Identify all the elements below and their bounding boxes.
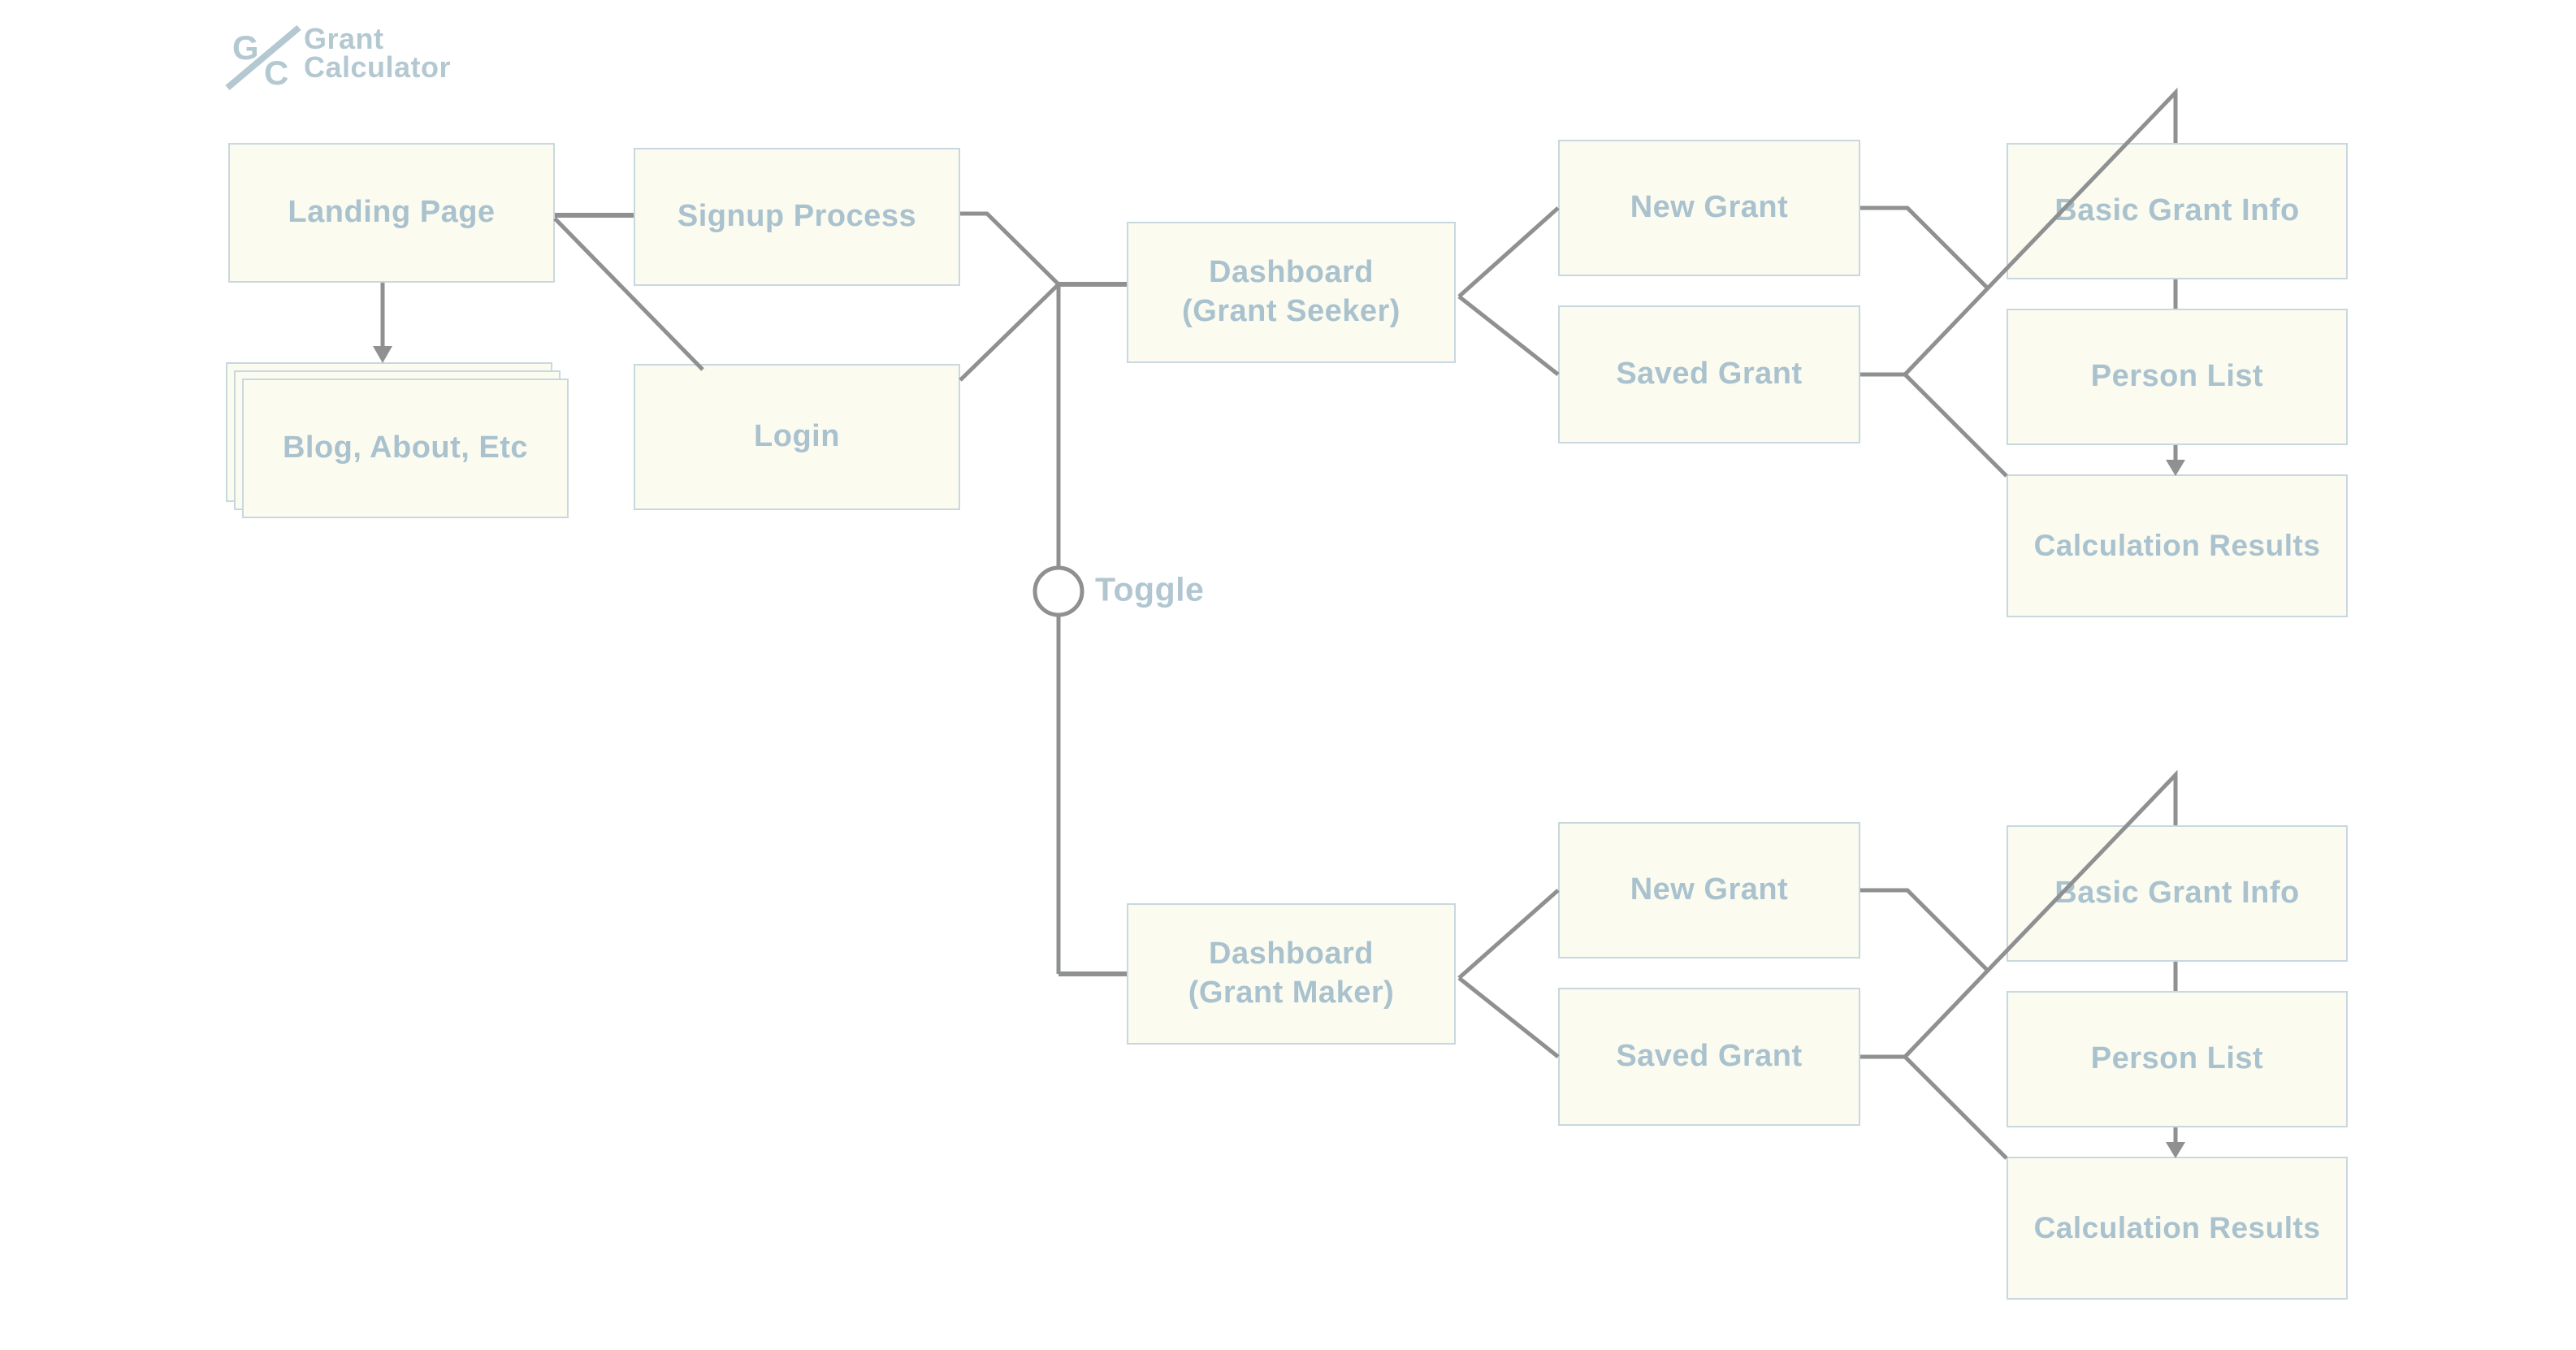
- arrowhead-person-list-calc-results-seeker: [2166, 460, 2185, 476]
- node-saved-grant-seeker[interactable]: Saved Grant: [1558, 305, 1860, 444]
- node-dashboard-grant-maker[interactable]: Dashboard (Grant Maker): [1127, 903, 1456, 1045]
- node-label: Person List: [2090, 359, 2264, 394]
- node-basic-grant-info-seeker[interactable]: Basic Grant Info: [2007, 143, 2348, 279]
- node-calculation-results-maker[interactable]: Calculation Results: [2007, 1157, 2348, 1300]
- node-label: Saved Grant: [1616, 1039, 1803, 1074]
- connector-dashboard-maker-new-grant: [1457, 889, 1560, 980]
- node-saved-grant-maker[interactable]: Saved Grant: [1558, 988, 1860, 1126]
- toggle-circle[interactable]: [1033, 565, 1085, 617]
- node-label: Landing Page: [288, 195, 496, 230]
- arrowhead-landing-blog: [373, 346, 392, 363]
- node-basic-grant-info-maker[interactable]: Basic Grant Info: [2007, 825, 2348, 962]
- logo-gc-mark-icon: G C: [225, 24, 301, 92]
- node-dashboard-grant-seeker[interactable]: Dashboard (Grant Seeker): [1127, 222, 1456, 363]
- node-new-grant-seeker[interactable]: New Grant: [1558, 140, 1860, 276]
- node-blog-about-etc[interactable]: Blog, About, Etc: [242, 379, 569, 518]
- node-label: Dashboard: [1209, 937, 1374, 971]
- node-label: Calculation Results: [2033, 528, 2321, 562]
- node-label: Basic Grant Info: [2054, 876, 2300, 911]
- logo-slash-icon: [225, 24, 301, 91]
- node-label: Saved Grant: [1616, 357, 1803, 392]
- node-label: Person List: [2090, 1041, 2264, 1076]
- grant-calculator-logo: G C Grant Calculator: [224, 16, 451, 93]
- connector-saved-grant-maker-calc-results: [1903, 1055, 2008, 1160]
- node-label: Blog, About, Etc: [282, 431, 529, 465]
- logo-name: Grant Calculator: [304, 16, 452, 84]
- node-label: Login: [754, 419, 840, 454]
- logo-letter-g: G: [232, 28, 259, 67]
- node-login[interactable]: Login: [634, 364, 960, 510]
- node-person-list-seeker[interactable]: Person List: [2007, 309, 2348, 445]
- logo-name-line2: Calculator: [304, 50, 452, 84]
- connector-signup-junction: [960, 211, 1060, 286]
- node-signup-process[interactable]: Signup Process: [634, 148, 960, 286]
- node-calculation-results-seeker[interactable]: Calculation Results: [2007, 474, 2348, 617]
- connector-new-grant-seeker-basic-info: [1860, 206, 1989, 290]
- node-sublabel: (Grant Seeker): [1182, 294, 1401, 328]
- connector-dashboard-seeker-saved-grant: [1457, 295, 1560, 376]
- logo-name-line1: Grant: [304, 22, 384, 55]
- node-landing-page[interactable]: Landing Page: [228, 143, 555, 283]
- connector-dashboard-seeker-new-grant: [1457, 206, 1560, 298]
- connector-dashboard-maker-saved-grant: [1457, 976, 1560, 1058]
- node-label: Calculation Results: [2033, 1210, 2321, 1244]
- connector-login-junction: [959, 283, 1060, 382]
- node-label: Dashboard: [1209, 255, 1374, 290]
- arrowhead-person-list-calc-results-maker: [2166, 1142, 2185, 1158]
- node-person-list-maker[interactable]: Person List: [2007, 991, 2348, 1127]
- logo-letter-c: C: [264, 54, 288, 92]
- node-label: New Grant: [1630, 190, 1789, 225]
- connector-new-grant-maker-basic-info: [1860, 888, 1989, 972]
- connector-saved-grant-seeker-calc-results: [1903, 373, 2008, 478]
- toggle-label: Toggle: [1095, 570, 1205, 608]
- node-label: Basic Grant Info: [2054, 193, 2300, 228]
- node-label: Signup Process: [677, 199, 917, 234]
- node-sublabel: (Grant Maker): [1188, 976, 1395, 1010]
- node-new-grant-maker[interactable]: New Grant: [1558, 822, 1860, 958]
- node-label: New Grant: [1630, 872, 1789, 907]
